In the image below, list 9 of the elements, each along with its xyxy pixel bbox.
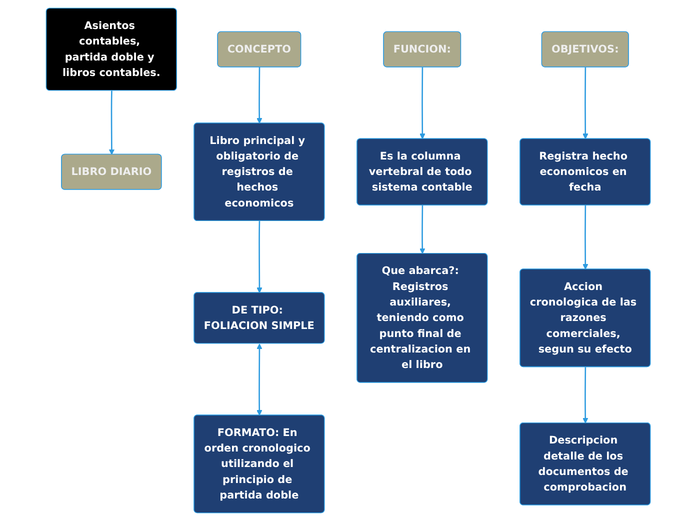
arrow xyxy=(420,66,426,139)
arrow xyxy=(256,220,263,293)
arrow xyxy=(109,90,115,154)
arrow xyxy=(582,366,588,423)
arrow xyxy=(420,204,426,254)
arrow xyxy=(582,204,588,270)
arrow xyxy=(582,66,588,139)
arrow xyxy=(256,66,262,124)
arrow xyxy=(256,343,263,416)
